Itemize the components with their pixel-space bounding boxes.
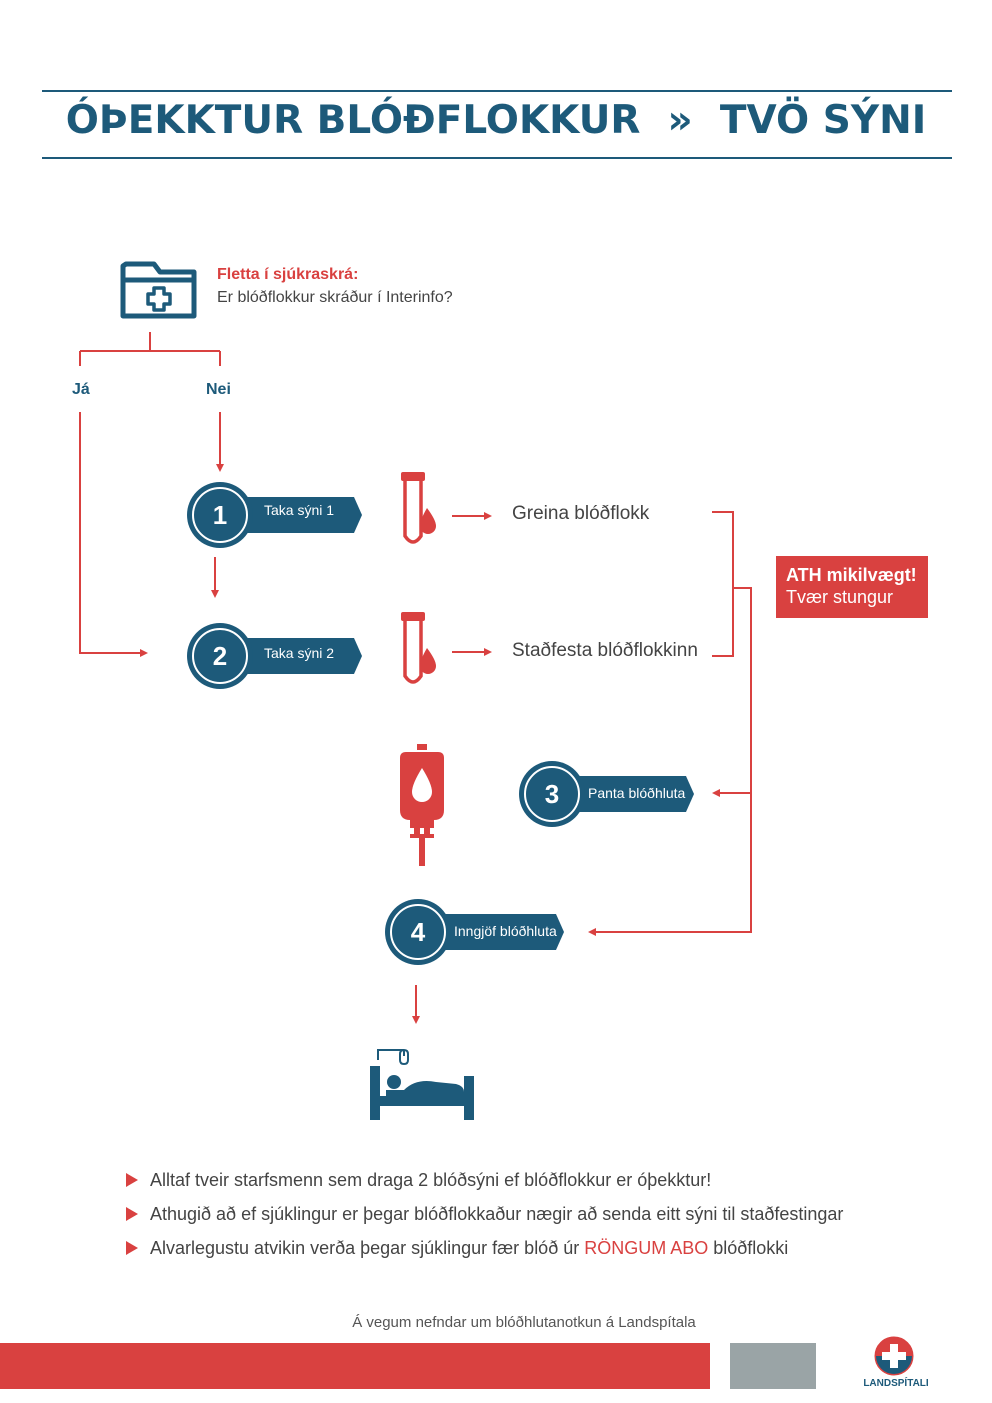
step-1-label: Taka sýni 1 <box>264 502 335 518</box>
warning-box: ATH mikilvægt! Tvær stungur <box>776 556 928 618</box>
step-1-badge: 1 <box>187 482 362 548</box>
bullet-3-text-after: blóðflokki <box>708 1238 789 1258</box>
step-3-number: 3 <box>545 779 559 809</box>
footer-red-bar <box>0 1343 710 1389</box>
step-4-number: 4 <box>411 917 426 947</box>
bullet-2: Athugið að ef sjúklingur er þegar blóðfl… <box>126 1204 843 1225</box>
test-tube-icon <box>401 472 436 544</box>
step-4-badge: 4 <box>385 899 564 965</box>
logo-text: LANDSPÍTALI <box>863 1378 929 1389</box>
outcome-step1: Greina blóðflokk <box>512 503 650 524</box>
bullet-3-text-before: Alvarlegustu atvikin verða þegar sjúklin… <box>150 1238 585 1258</box>
title-rule-bottom <box>42 157 952 159</box>
step-2: 2 Taka sýni 2 <box>184 620 364 692</box>
footer-grey-block <box>730 1343 816 1389</box>
step-3-label: Panta blóðhluta <box>588 785 686 801</box>
folder-cross-icon <box>120 261 197 319</box>
step-4-label: Inngjöf blóðhluta <box>454 923 557 939</box>
hospital-bed-icon <box>370 1048 474 1120</box>
step-1: 1 Taka sýni 1 <box>184 479 364 551</box>
check-heading: Fletta í sjúkraskrá: <box>217 266 359 283</box>
landspitali-logo: LANDSPÍTALI <box>852 1336 952 1392</box>
page-title: ÓÞEKKTUR BLÓÐFLOKKUR » TVÖ SÝNI <box>65 98 927 143</box>
bullet-marker-icon <box>126 1173 138 1187</box>
bullet-marker-icon <box>126 1207 138 1221</box>
warning-title: ATH mikilvægt! <box>786 565 917 585</box>
bullet-1: Alltaf tveir starfsmenn sem draga 2 blóð… <box>126 1170 711 1191</box>
warning-subtitle: Tvær stungur <box>786 587 894 607</box>
step-3-badge: 3 <box>519 761 694 827</box>
bullet-2-text: Athugið að ef sjúklingur er þegar blóðfl… <box>150 1204 844 1224</box>
check-question: Er blóðflokkur skráður í Interinfo? <box>217 289 453 306</box>
test-tube-icon <box>401 612 436 684</box>
branch-yes: Já <box>72 381 90 398</box>
bullet-1-text: Alltaf tveir starfsmenn sem draga 2 blóð… <box>150 1170 712 1190</box>
title-rule-top <box>42 90 952 92</box>
step-4: 4 Inngjöf blóðhluta <box>382 896 568 968</box>
step-2-label: Taka sýni 2 <box>264 645 335 661</box>
step-3: 3 Panta blóðhluta <box>516 758 696 830</box>
blood-bag-icon <box>400 744 444 866</box>
bullet-3-highlight: RÖNGUM ABO <box>584 1238 709 1258</box>
outcome-step2: Staðfesta blóðflokkinn <box>512 640 698 661</box>
branch-no: Nei <box>206 381 231 398</box>
footer-text: Á vegum nefndar um blóðhlutanotkun á Lan… <box>352 1314 696 1331</box>
bullet-marker-icon <box>126 1241 138 1255</box>
step-2-number: 2 <box>213 641 227 671</box>
logo-cross-icon <box>874 1336 914 1376</box>
bullet-3: Alvarlegustu atvikin verða þegar sjúklin… <box>126 1238 788 1259</box>
step-1-number: 1 <box>213 500 227 530</box>
step-2-badge: 2 <box>187 623 362 689</box>
